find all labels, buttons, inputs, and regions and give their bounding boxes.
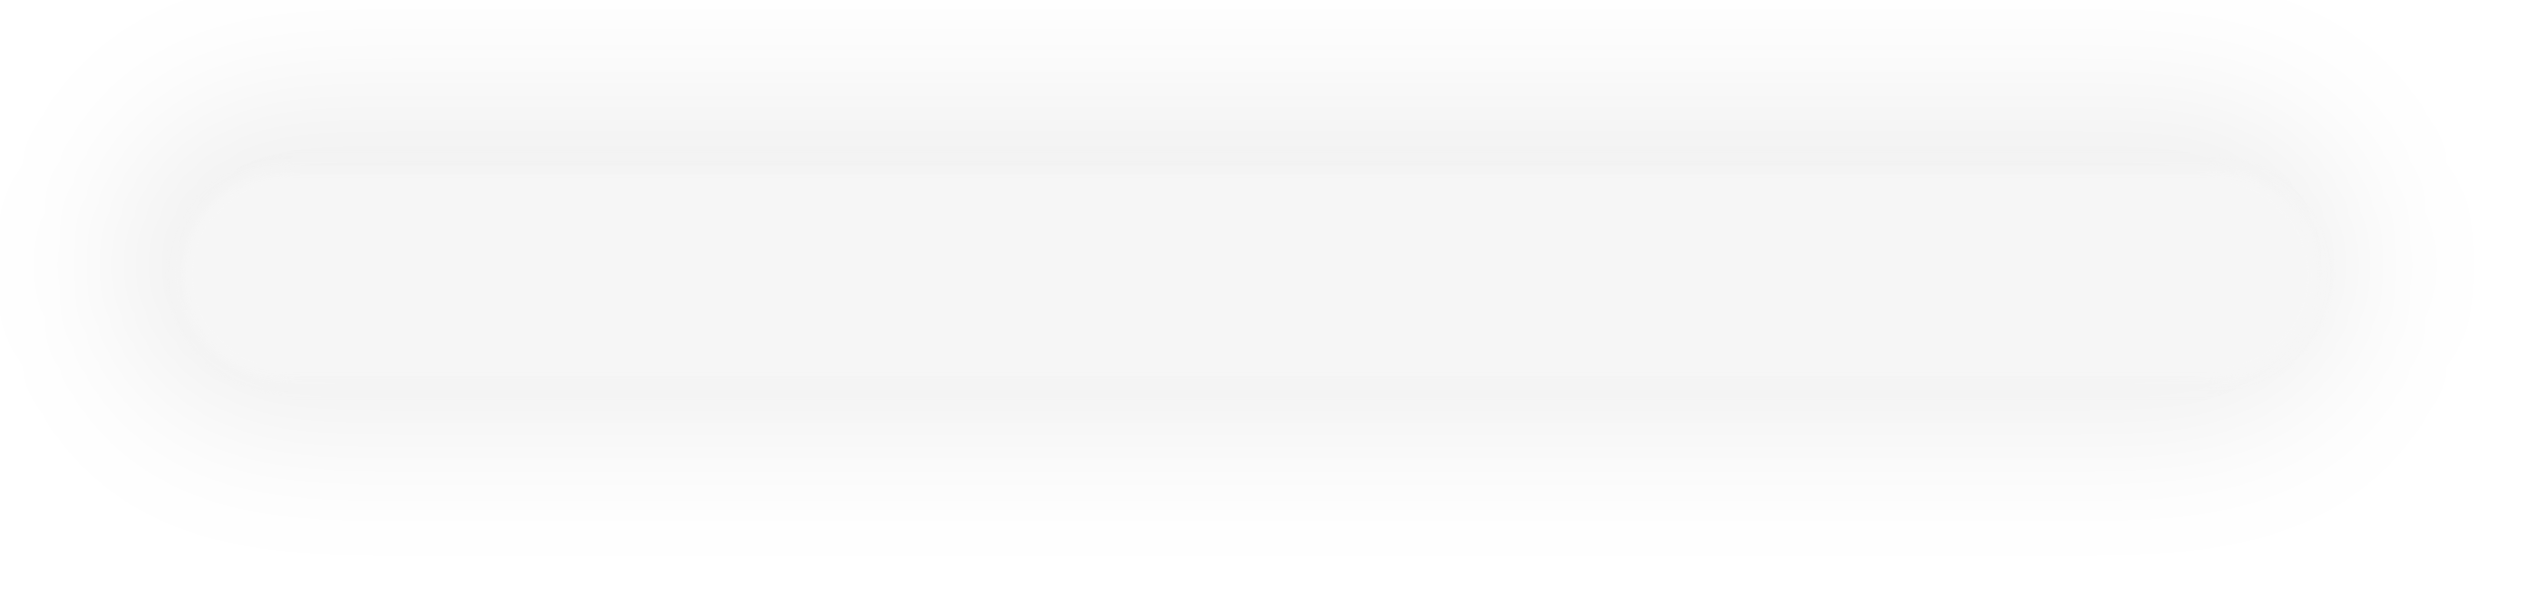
panel-surface — [200, 180, 2300, 370]
